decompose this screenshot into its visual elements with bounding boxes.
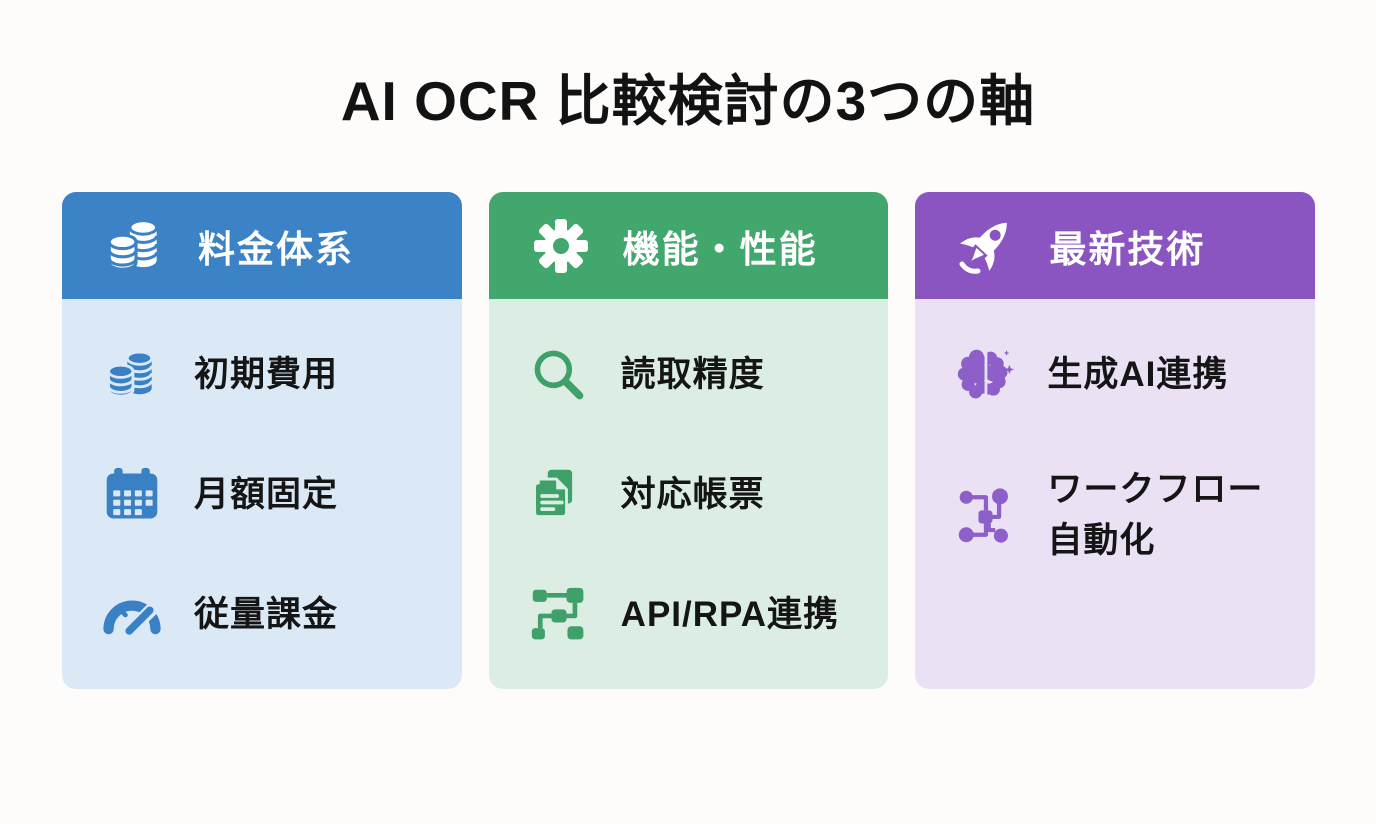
list-item: 初期費用	[102, 345, 446, 405]
rocket-icon	[955, 214, 1019, 278]
workflow-network-icon	[955, 486, 1015, 546]
coins-icon	[102, 213, 168, 279]
list-item: 従量課金	[102, 585, 446, 645]
list-item: 対応帳票	[529, 465, 873, 525]
item-label: 従量課金	[194, 594, 339, 634]
card-technology: 最新技術	[915, 192, 1316, 689]
list-item: 月額固定	[102, 465, 446, 525]
item-label: 読取精度	[620, 354, 765, 394]
item-label: 対応帳票	[620, 474, 765, 514]
card-technology-title: 最新技術	[1049, 228, 1206, 270]
card-features-header: 機能・性能	[488, 192, 889, 299]
card-features: 機能・性能 読取精度	[488, 192, 889, 689]
list-item: API/RPA連携	[529, 585, 873, 645]
comparison-cards: 料金体系 初期費用	[62, 192, 1316, 689]
item-label: ワークフロー自動化	[1047, 470, 1264, 560]
magnifier-icon	[529, 345, 589, 405]
page-title: AI OCR 比較検討の3つの軸	[340, 70, 1036, 132]
gear-icon	[529, 214, 593, 278]
card-technology-body: 生成AI連携	[915, 299, 1316, 689]
item-label: API/RPA連携	[620, 594, 840, 634]
documents-icon	[529, 465, 589, 525]
gauge-icon	[102, 585, 162, 645]
item-label: 月額固定	[194, 474, 339, 514]
card-pricing-title: 料金体系	[198, 228, 354, 270]
brain-icon	[955, 345, 1016, 405]
item-label: 生成AI連携	[1047, 354, 1229, 394]
coins-icon	[102, 345, 162, 405]
list-item: 読取精度	[529, 345, 873, 405]
calendar-icon	[102, 465, 162, 525]
card-technology-header: 最新技術	[915, 192, 1316, 299]
flowchart-icon	[529, 585, 589, 645]
card-features-body: 読取精度 対応帳票	[488, 299, 889, 689]
list-item: ワークフロー自動化	[955, 465, 1299, 567]
card-features-title: 機能・性能	[622, 228, 818, 270]
item-label: 初期費用	[194, 354, 339, 394]
card-pricing: 料金体系 初期費用	[62, 192, 462, 689]
list-item: 生成AI連携	[955, 345, 1299, 405]
card-pricing-body: 初期費用 月額固定	[62, 299, 462, 689]
card-pricing-header: 料金体系	[62, 192, 462, 299]
